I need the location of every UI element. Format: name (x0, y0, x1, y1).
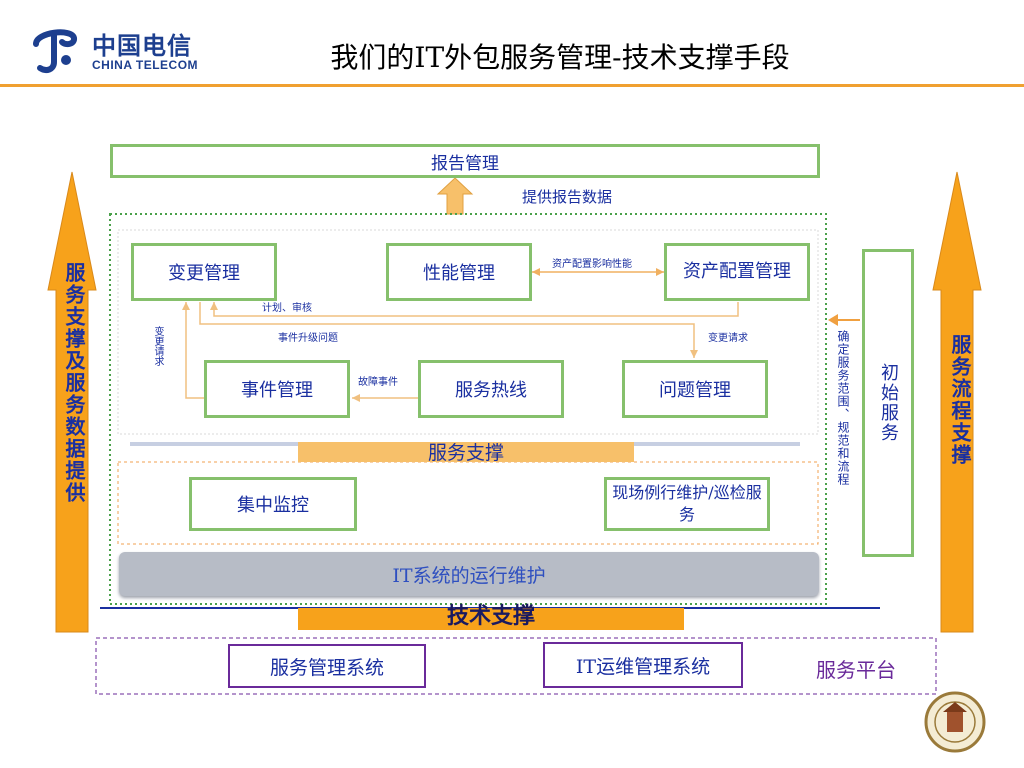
service-mgmt-system-box: 服务管理系统 (228, 644, 426, 688)
onsite-maintenance-box: 现场例行维护/巡检服务 (604, 477, 770, 531)
define-scope-label: 确定服务范围、规范和流程 (836, 330, 850, 486)
incident-management-box: 事件管理 (204, 360, 350, 418)
title-divider (0, 84, 1024, 87)
asset-config-management-box: 资产配置管理 (664, 243, 810, 301)
change-management-box: 变更管理 (131, 243, 277, 301)
change-request-vertical-label: 变更请求 (152, 326, 163, 366)
china-telecom-logo-icon (33, 29, 78, 73)
green-dotted-frame (109, 213, 827, 605)
left-big-arrow (47, 171, 97, 633)
plan-review-label: 计划、审核 (262, 303, 312, 314)
asset-perf-note: 资产配置影响性能 (552, 259, 632, 270)
left-arrow-label: 服务支撑及服务数据提供 (62, 262, 86, 504)
problem-management-box: 问题管理 (622, 360, 768, 418)
central-monitoring-box: 集中监控 (189, 477, 357, 531)
initial-service-label: 初始服务 (878, 363, 899, 443)
fault-event-label: 故障事件 (358, 377, 398, 388)
event-upgrade-label: 事件升级问题 (278, 333, 338, 344)
it-ops-system-box: IT运维管理系统 (543, 642, 743, 688)
logo-chinese-text: 中国电信 (92, 31, 192, 60)
page-title: 我们的IT外包服务管理-技术支撑手段 (330, 41, 790, 74)
service-platform-label: 服务平台 (816, 658, 896, 682)
report-up-arrow (436, 177, 474, 215)
tech-support-label: 技术支撑 (446, 603, 535, 629)
service-hotline-box: 服务热线 (418, 360, 564, 418)
performance-management-box: 性能管理 (386, 243, 532, 301)
management-frame (117, 229, 819, 435)
change-request-label: 变更请求 (708, 333, 748, 344)
provide-report-data-label: 提供报告数据 (522, 188, 613, 206)
right-big-arrow (932, 171, 982, 633)
initial-service-box: 初始服务 (862, 249, 914, 557)
report-management-box: 报告管理 (110, 144, 820, 178)
college-seal-icon (924, 691, 986, 753)
tech-support-bar (298, 608, 684, 630)
service-support-bar (298, 442, 634, 462)
service-support-label: 服务支撑 (427, 442, 504, 464)
logo-english-text: CHINA TELECOM (92, 58, 199, 72)
it-ops-band: IT系统的运行维护 (119, 552, 819, 596)
service-platform-frame (95, 637, 937, 695)
right-arrow-label: 服务流程支撑 (948, 334, 972, 466)
